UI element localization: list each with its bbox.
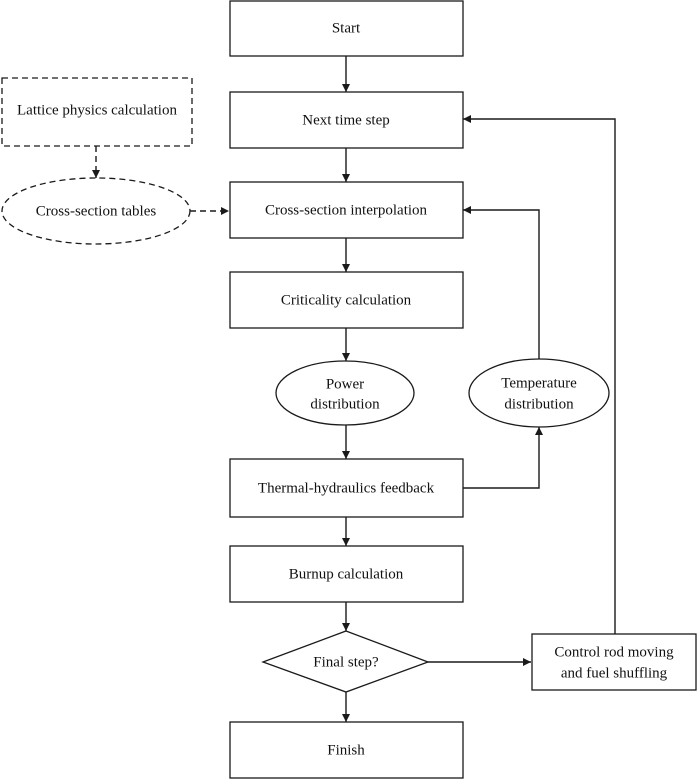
control-rod-label-line1: Control rod moving — [554, 644, 674, 660]
finish-label: Finish — [327, 742, 365, 758]
cross-section-tables-node: Cross-section tables — [1, 177, 191, 245]
arrow-thermal-hydraulics-to-temperature — [463, 427, 543, 489]
temperature-distribution-label-line2: distribution — [504, 396, 574, 412]
lattice-physics-label: Lattice physics calculation — [17, 102, 177, 118]
temperature-distribution-node: Temperature distribution — [468, 358, 610, 428]
start-node: Start — [229, 0, 464, 57]
cross-section-interpolation-node: Cross-section interpolation — [229, 181, 464, 239]
next-time-step-label: Next time step — [302, 112, 389, 128]
cross-section-interpolation-label: Cross-section interpolation — [265, 202, 428, 218]
cross-section-tables-label: Cross-section tables — [36, 203, 157, 219]
finish-node: Finish — [229, 721, 464, 779]
burnup-calculation-node: Burnup calculation — [229, 545, 464, 603]
control-rod-node: Control rod moving and fuel shuffling — [531, 633, 697, 691]
arrow-temperature-to-interpolation — [463, 206, 540, 359]
start-label: Start — [332, 20, 361, 36]
burnup-calculation-label: Burnup calculation — [289, 566, 404, 582]
power-distribution-node: Power distribution — [275, 360, 415, 426]
control-rod-label-line2: and fuel shuffling — [561, 665, 668, 681]
power-distribution-label-line1: Power — [326, 376, 364, 392]
final-step-decision: Final step? — [261, 630, 430, 693]
final-step-label: Final step? — [313, 654, 379, 670]
lattice-physics-node: Lattice physics calculation — [1, 77, 193, 147]
next-time-step-node: Next time step — [229, 91, 464, 149]
criticality-calculation-node: Criticality calculation — [229, 271, 464, 329]
arrow-control-rod-to-next-time-step — [463, 115, 616, 634]
thermal-hydraulics-node: Thermal-hydraulics feedback — [229, 458, 464, 518]
thermal-hydraulics-label: Thermal-hydraulics feedback — [258, 480, 435, 496]
temperature-distribution-label-line1: Temperature — [501, 375, 577, 391]
power-distribution-label-line2: distribution — [310, 396, 380, 412]
criticality-calculation-label: Criticality calculation — [281, 292, 412, 308]
